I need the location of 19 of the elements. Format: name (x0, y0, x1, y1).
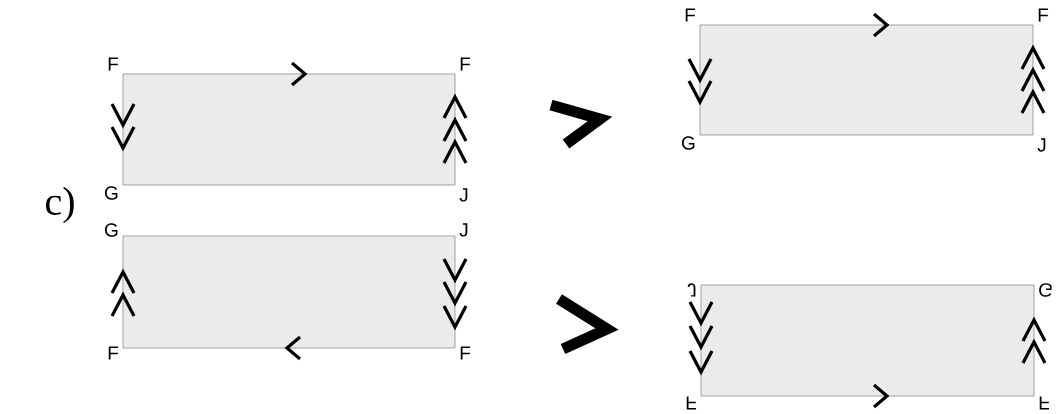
shaded-rectangle (699, 24, 1034, 136)
corner-letter: F (460, 346, 471, 360)
corner-letter: F (108, 346, 119, 360)
corner-letter: F (685, 8, 696, 22)
shaded-rectangle (700, 284, 1035, 397)
corner-letter: J (459, 188, 468, 202)
corner-letter: F (460, 57, 471, 71)
shaded-rectangle (122, 235, 456, 349)
corner-letter: G (682, 136, 695, 150)
corner-letter: G (105, 223, 118, 237)
corner-letter: F (1038, 8, 1049, 22)
corner-letter: F (1039, 396, 1050, 410)
corner-letter: F (686, 396, 697, 410)
shaded-rectangle (122, 73, 456, 186)
corner-letter: F (108, 57, 119, 71)
corner-letter: J (459, 223, 468, 237)
corner-letter: J (1037, 138, 1046, 152)
corner-letter: G (105, 186, 118, 200)
panel-label: c) (46, 186, 74, 224)
